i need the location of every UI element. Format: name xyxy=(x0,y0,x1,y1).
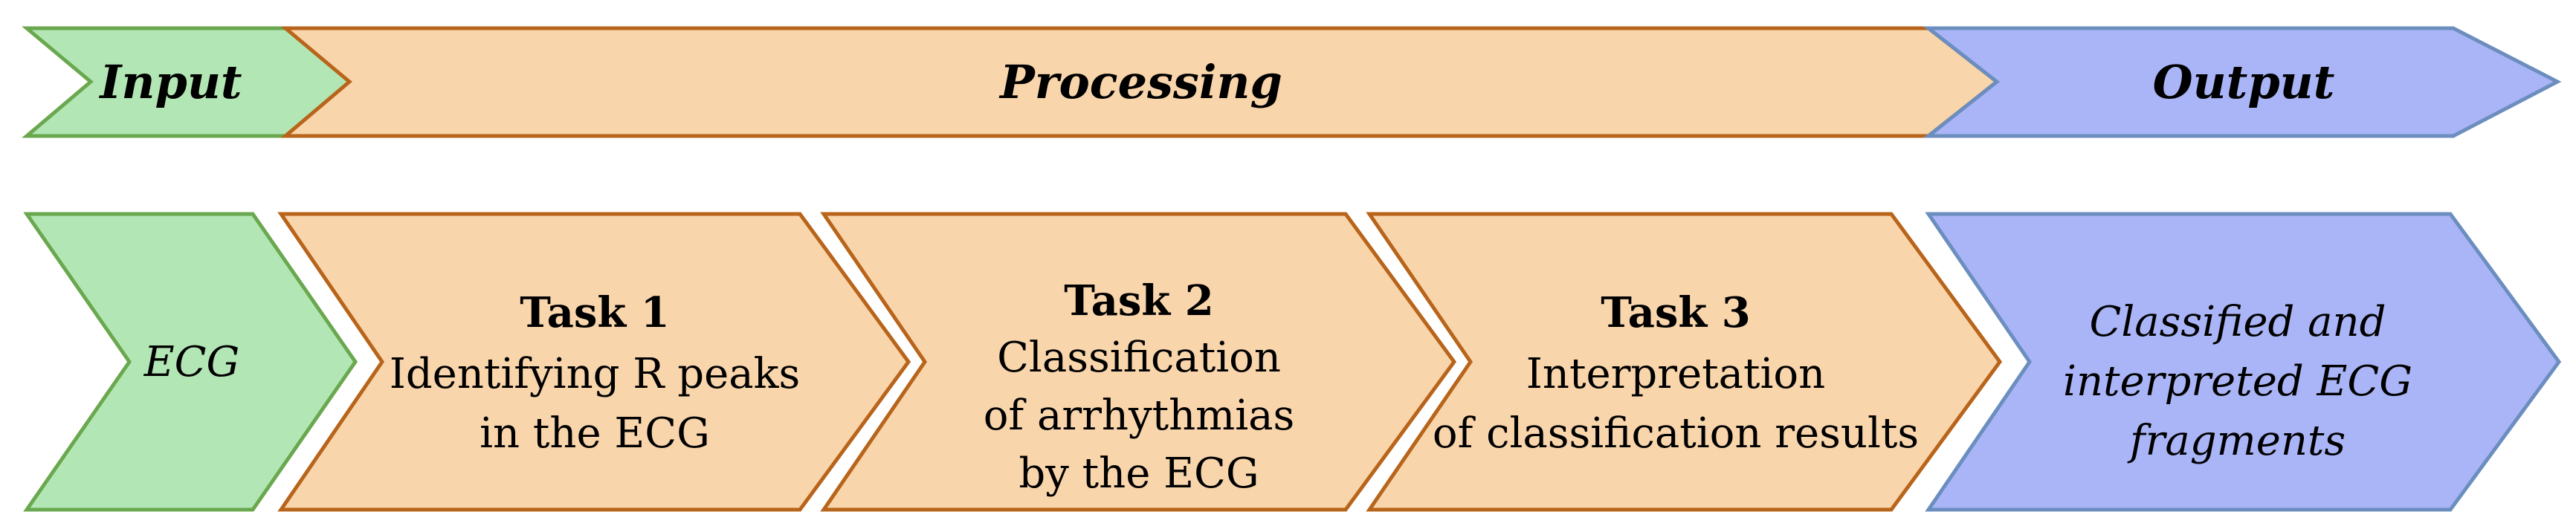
header-processing-label: Processing xyxy=(998,55,1282,109)
step-task1-line-1: Identifying R peaks xyxy=(390,350,801,398)
header-input-label: Input xyxy=(98,55,242,109)
step-task2-line-2: of arrhythmias xyxy=(984,392,1295,440)
step-task3-shape xyxy=(1366,212,2003,512)
step-output-line-1: Classified and xyxy=(2090,298,2386,346)
step-output-line-3: fragments xyxy=(2127,417,2346,465)
header-processing-arrow: Processing xyxy=(280,26,2001,138)
step-task3-title: Task 3 xyxy=(1601,288,1750,337)
step-input-shape xyxy=(23,212,358,512)
step-output-line-2: interpreted ECG xyxy=(2063,357,2412,406)
step-output-shape xyxy=(1925,212,2562,512)
step-task2-line-1: Classification xyxy=(997,334,1281,382)
step-task3: Task 3 Interpretation of classification … xyxy=(1366,212,2003,512)
step-task2-line-3: by the ECG xyxy=(1019,450,1259,498)
header-output-label: Output xyxy=(2153,55,2335,109)
step-input-ecg: ECG xyxy=(23,212,358,512)
step-task1-shape xyxy=(277,212,911,512)
step-task2-title: Task 2 xyxy=(1064,276,1213,325)
header-output-shape xyxy=(1923,26,2562,138)
step-input-label: ECG xyxy=(143,338,239,386)
step-task3-line-2: of classification results xyxy=(1433,409,1919,458)
step-task1: Task 1 Identifying R peaks in the ECG xyxy=(277,212,911,512)
step-task2-shape xyxy=(820,212,1457,512)
step-task2: Task 2 Classification of arrhythmias by … xyxy=(820,212,1457,512)
step-task1-line-2: in the ECG xyxy=(480,409,710,458)
step-task1-title: Task 1 xyxy=(520,288,669,337)
step-task3-line-1: Interpretation xyxy=(1526,350,1825,398)
step-output: Classified and interpreted ECG fragments xyxy=(1925,212,2562,512)
header-output-arrow: Output xyxy=(1923,26,2562,138)
